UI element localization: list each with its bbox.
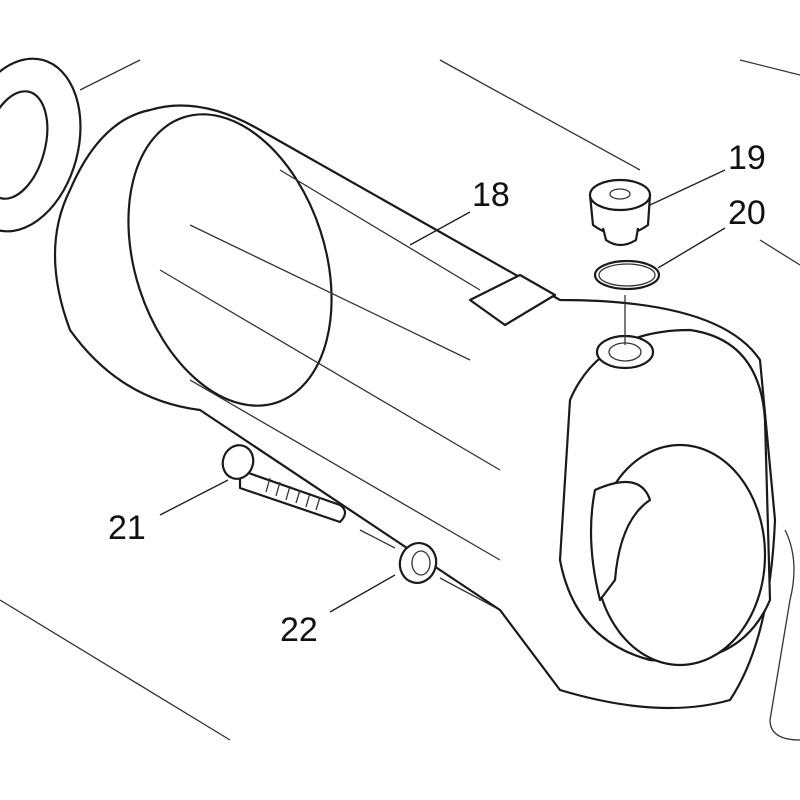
o-ring-part-20 — [593, 259, 661, 345]
part-label-20: 20 — [728, 194, 766, 232]
ring-part — [0, 57, 82, 233]
screw-part-21 — [221, 444, 347, 524]
part-label-22: 22 — [280, 611, 318, 649]
leader-lines — [159, 169, 726, 613]
cap-part-19 — [588, 178, 652, 247]
guide-lines — [0, 59, 800, 741]
part-label-21: 21 — [108, 509, 146, 547]
part-label-18: 18 — [472, 176, 510, 214]
part-label-19: 19 — [728, 139, 766, 177]
housing-part-18 — [53, 104, 800, 741]
washer-part-22 — [398, 542, 438, 584]
